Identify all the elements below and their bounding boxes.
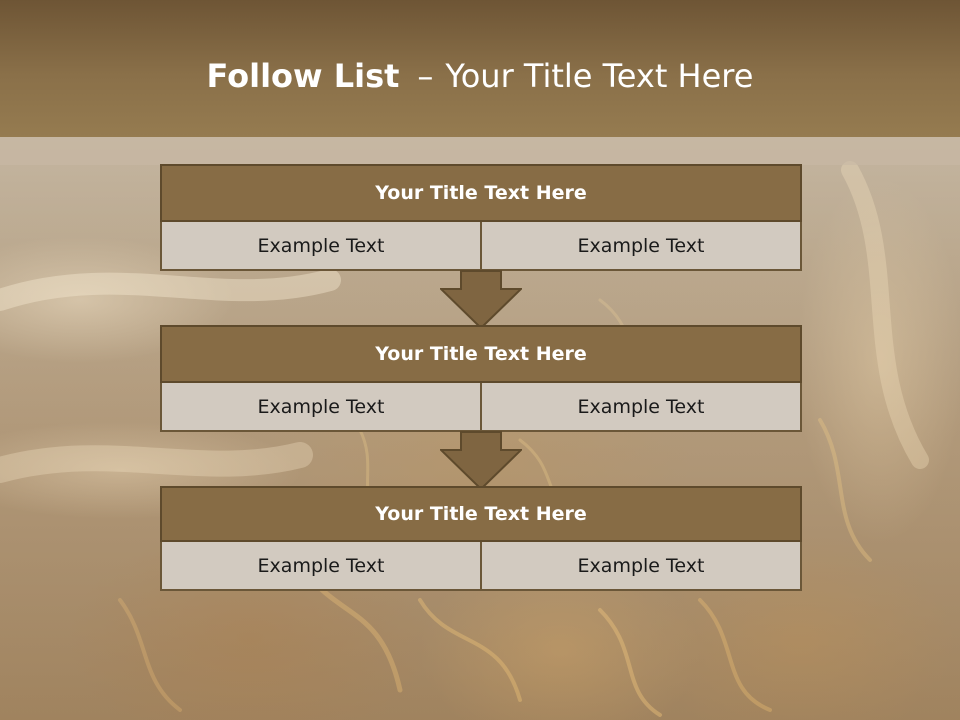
slide-title-rest: Your Title Text Here [445, 57, 754, 95]
block-cell-left[interactable]: Example Text [160, 383, 482, 432]
slide-title-bold: Follow List [206, 57, 400, 95]
block-cell-left[interactable]: Example Text [160, 542, 482, 591]
block-row: Example Text Example Text [160, 383, 802, 432]
block-cell-right[interactable]: Example Text [482, 542, 802, 591]
list-block-1: Your Title Text Here Example Text Exampl… [160, 164, 802, 271]
block-cell-right[interactable]: Example Text [482, 383, 802, 432]
block-title[interactable]: Your Title Text Here [160, 325, 802, 383]
header-band: Follow List–Your Title Text Here [0, 0, 960, 137]
block-row: Example Text Example Text [160, 542, 802, 591]
list-block-2: Your Title Text Here Example Text Exampl… [160, 325, 802, 432]
down-arrow-icon [440, 270, 522, 330]
list-block-3: Your Title Text Here Example Text Exampl… [160, 486, 802, 591]
block-row: Example Text Example Text [160, 222, 802, 271]
slide-title-dash: – [417, 57, 434, 95]
header-sub-band [0, 137, 960, 165]
slide-title: Follow List–Your Title Text Here [0, 52, 960, 100]
down-arrow-icon [440, 431, 522, 491]
block-title[interactable]: Your Title Text Here [160, 486, 802, 542]
block-cell-left[interactable]: Example Text [160, 222, 482, 271]
block-cell-right[interactable]: Example Text [482, 222, 802, 271]
block-title[interactable]: Your Title Text Here [160, 164, 802, 222]
